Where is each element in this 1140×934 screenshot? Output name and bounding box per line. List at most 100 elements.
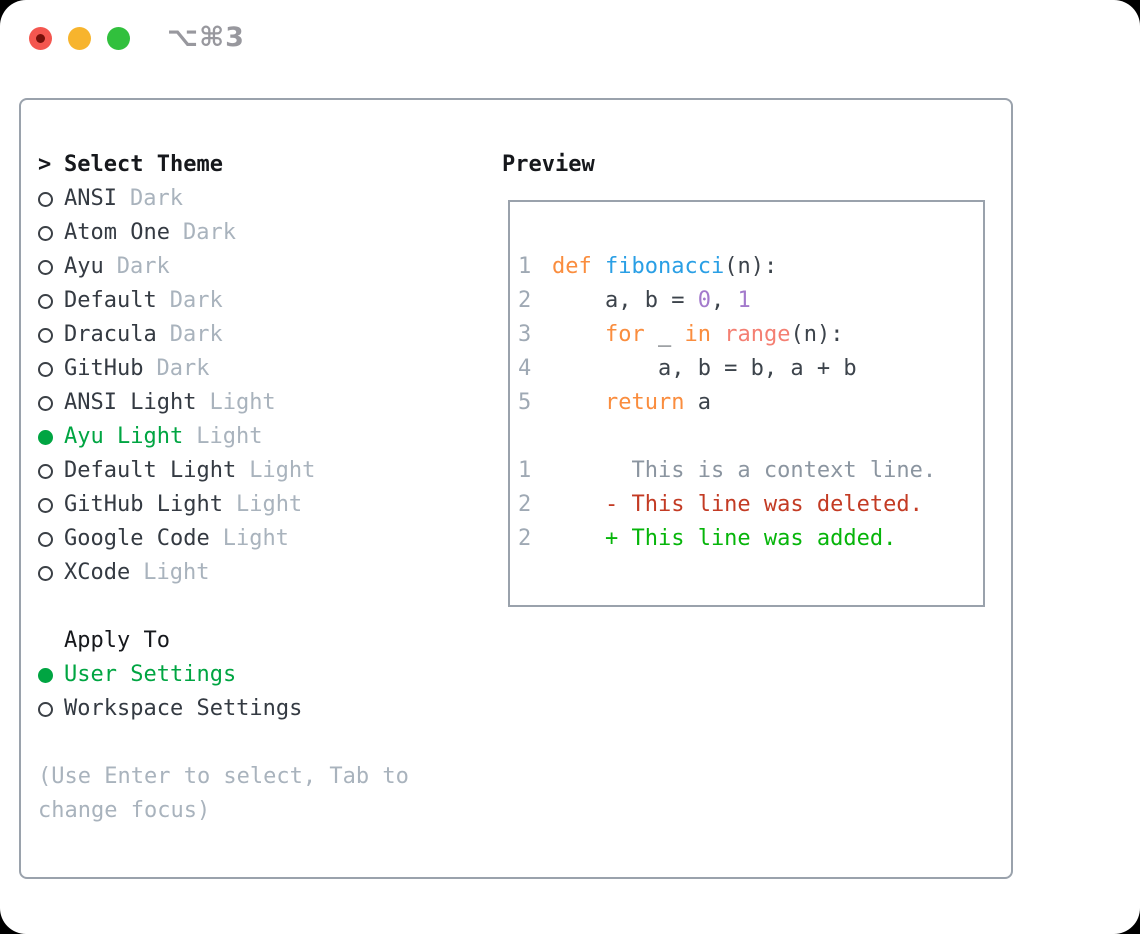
line-number: 4: [518, 356, 532, 381]
apply-to-option[interactable]: User Settings: [38, 658, 478, 692]
theme-variant-tag: Dark: [156, 356, 210, 381]
theme-variant-tag: Dark: [129, 186, 183, 211]
code-line: 1 This is a context line.: [518, 454, 979, 488]
theme-variant-tag: Light: [209, 390, 276, 415]
theme-variant-tag: Light: [235, 492, 303, 517]
code-text: This is a context line.: [552, 458, 937, 483]
theme-option[interactable]: ANSI Dark: [38, 182, 478, 216]
apply-option-label: User Settings: [64, 662, 237, 687]
theme-name: XCode: [64, 560, 131, 585]
code-line: 2 - This line was deleted.: [518, 488, 979, 522]
theme-option[interactable]: Google Code Light: [38, 522, 478, 556]
theme-option[interactable]: ANSI Light Light: [38, 386, 478, 420]
line-number: 3: [518, 322, 532, 347]
apply-to-label: Apply To: [64, 628, 170, 653]
theme-name: ANSI Light: [64, 390, 197, 415]
code-text: a, b = b, a + b: [552, 356, 857, 381]
radio-icon: [38, 701, 53, 717]
code-text: for _ in range(n):: [604, 322, 844, 347]
theme-name: ANSI: [64, 186, 117, 211]
radio-icon: [38, 497, 53, 513]
line-number: 1: [518, 254, 532, 279]
theme-variant-tag: Dark: [182, 220, 236, 245]
theme-variant-tag: Dark: [116, 254, 170, 279]
theme-option[interactable]: Default Light Light: [38, 454, 478, 488]
radio-icon: [38, 225, 53, 241]
radio-icon: [38, 395, 53, 411]
theme-option[interactable]: GitHub Dark: [38, 352, 478, 386]
code-line: 2 + This line was added.: [518, 522, 979, 556]
main-panel: > Select Theme ANSI Dark Atom One Dark A…: [19, 98, 1013, 879]
code-text: - This line was deleted.: [552, 492, 923, 517]
theme-variant-tag: Light: [196, 424, 263, 449]
keyboard-hint: (Use Enter to select, Tab to change focu…: [38, 764, 409, 823]
code-preview: 1 def fibonacci(n): 2 a, b = 0, 1 3 for …: [518, 250, 979, 556]
radio-icon: [38, 531, 53, 547]
theme-name: Google Code: [64, 526, 210, 551]
radio-icon: [38, 293, 53, 309]
theme-name: Default Light: [64, 458, 237, 483]
close-button[interactable]: [29, 27, 52, 50]
select-theme-label: Select Theme: [64, 152, 223, 177]
theme-option[interactable]: Dracula Dark: [38, 318, 478, 352]
select-theme-header: > Select Theme: [38, 148, 478, 182]
line-number: 2: [518, 526, 532, 551]
apply-option-label: Workspace Settings: [64, 696, 303, 721]
apply-to-options: User Settings Workspace Settings: [38, 658, 478, 726]
theme-option[interactable]: Atom One Dark: [38, 216, 478, 250]
code-text: + This line was added.: [552, 526, 897, 551]
theme-name: Ayu Light: [64, 424, 184, 449]
code-line: 2 a, b = 0, 1: [518, 284, 979, 318]
title-bar: ⌥⌘3: [0, 0, 1140, 78]
theme-option[interactable]: XCode Light: [38, 556, 478, 590]
line-number: [518, 420, 544, 454]
theme-option[interactable]: GitHub Light Light: [38, 488, 478, 522]
apply-to-option[interactable]: Workspace Settings: [38, 692, 478, 726]
theme-name: Dracula: [64, 322, 157, 347]
theme-name: Atom One: [64, 220, 170, 245]
code-line: 4 a, b = b, a + b: [518, 352, 979, 386]
theme-list: ANSI Dark Atom One Dark Ayu Dark Default…: [38, 182, 478, 590]
code-text: return a: [604, 390, 711, 415]
theme-variant-tag: Light: [143, 560, 210, 585]
zoom-button[interactable]: [107, 27, 130, 50]
radio-icon: [38, 463, 53, 479]
theme-variant-tag: Light: [222, 526, 289, 551]
code-line: 1 def fibonacci(n):: [518, 250, 979, 284]
theme-option[interactable]: Ayu Light Light: [38, 420, 478, 454]
window-title: ⌥⌘3: [167, 22, 245, 53]
traffic-lights: [29, 27, 130, 50]
preview-label: Preview: [502, 152, 595, 177]
radio-icon: [38, 361, 53, 377]
theme-option[interactable]: Ayu Dark: [38, 250, 478, 284]
code-text: a, b = 0, 1: [552, 288, 751, 313]
radio-icon: [38, 191, 53, 207]
theme-variant-tag: Dark: [169, 288, 223, 313]
line-number: 1: [518, 458, 532, 483]
theme-name: Default: [64, 288, 157, 313]
apply-to-section: Apply To User Settings Workspace Setting…: [38, 624, 478, 726]
theme-name: Ayu: [64, 254, 104, 279]
theme-selector-column: > Select Theme ANSI Dark Atom One Dark A…: [38, 148, 478, 828]
prompt-caret-icon: >: [38, 152, 52, 177]
code-line: 3 for _ in range(n):: [518, 318, 979, 352]
preview-box: 1 def fibonacci(n): 2 a, b = 0, 1 3 for …: [508, 200, 985, 607]
radio-icon: [38, 429, 53, 445]
theme-variant-tag: Dark: [169, 322, 223, 347]
theme-variant-tag: Light: [249, 458, 316, 483]
theme-name: GitHub Light: [64, 492, 223, 517]
minimize-button[interactable]: [68, 27, 91, 50]
line-number: 5: [518, 390, 532, 415]
code-line: [518, 420, 979, 454]
radio-icon: [38, 565, 53, 581]
apply-to-header: Apply To: [38, 624, 478, 658]
line-number: 2: [518, 492, 532, 517]
code-line: 5 return a: [518, 386, 979, 420]
radio-icon: [38, 667, 53, 683]
radio-icon: [38, 259, 53, 275]
theme-name: GitHub: [64, 356, 144, 381]
code-text: def fibonacci(n):: [552, 254, 778, 279]
theme-option[interactable]: Default Dark: [38, 284, 478, 318]
radio-icon: [38, 327, 53, 343]
